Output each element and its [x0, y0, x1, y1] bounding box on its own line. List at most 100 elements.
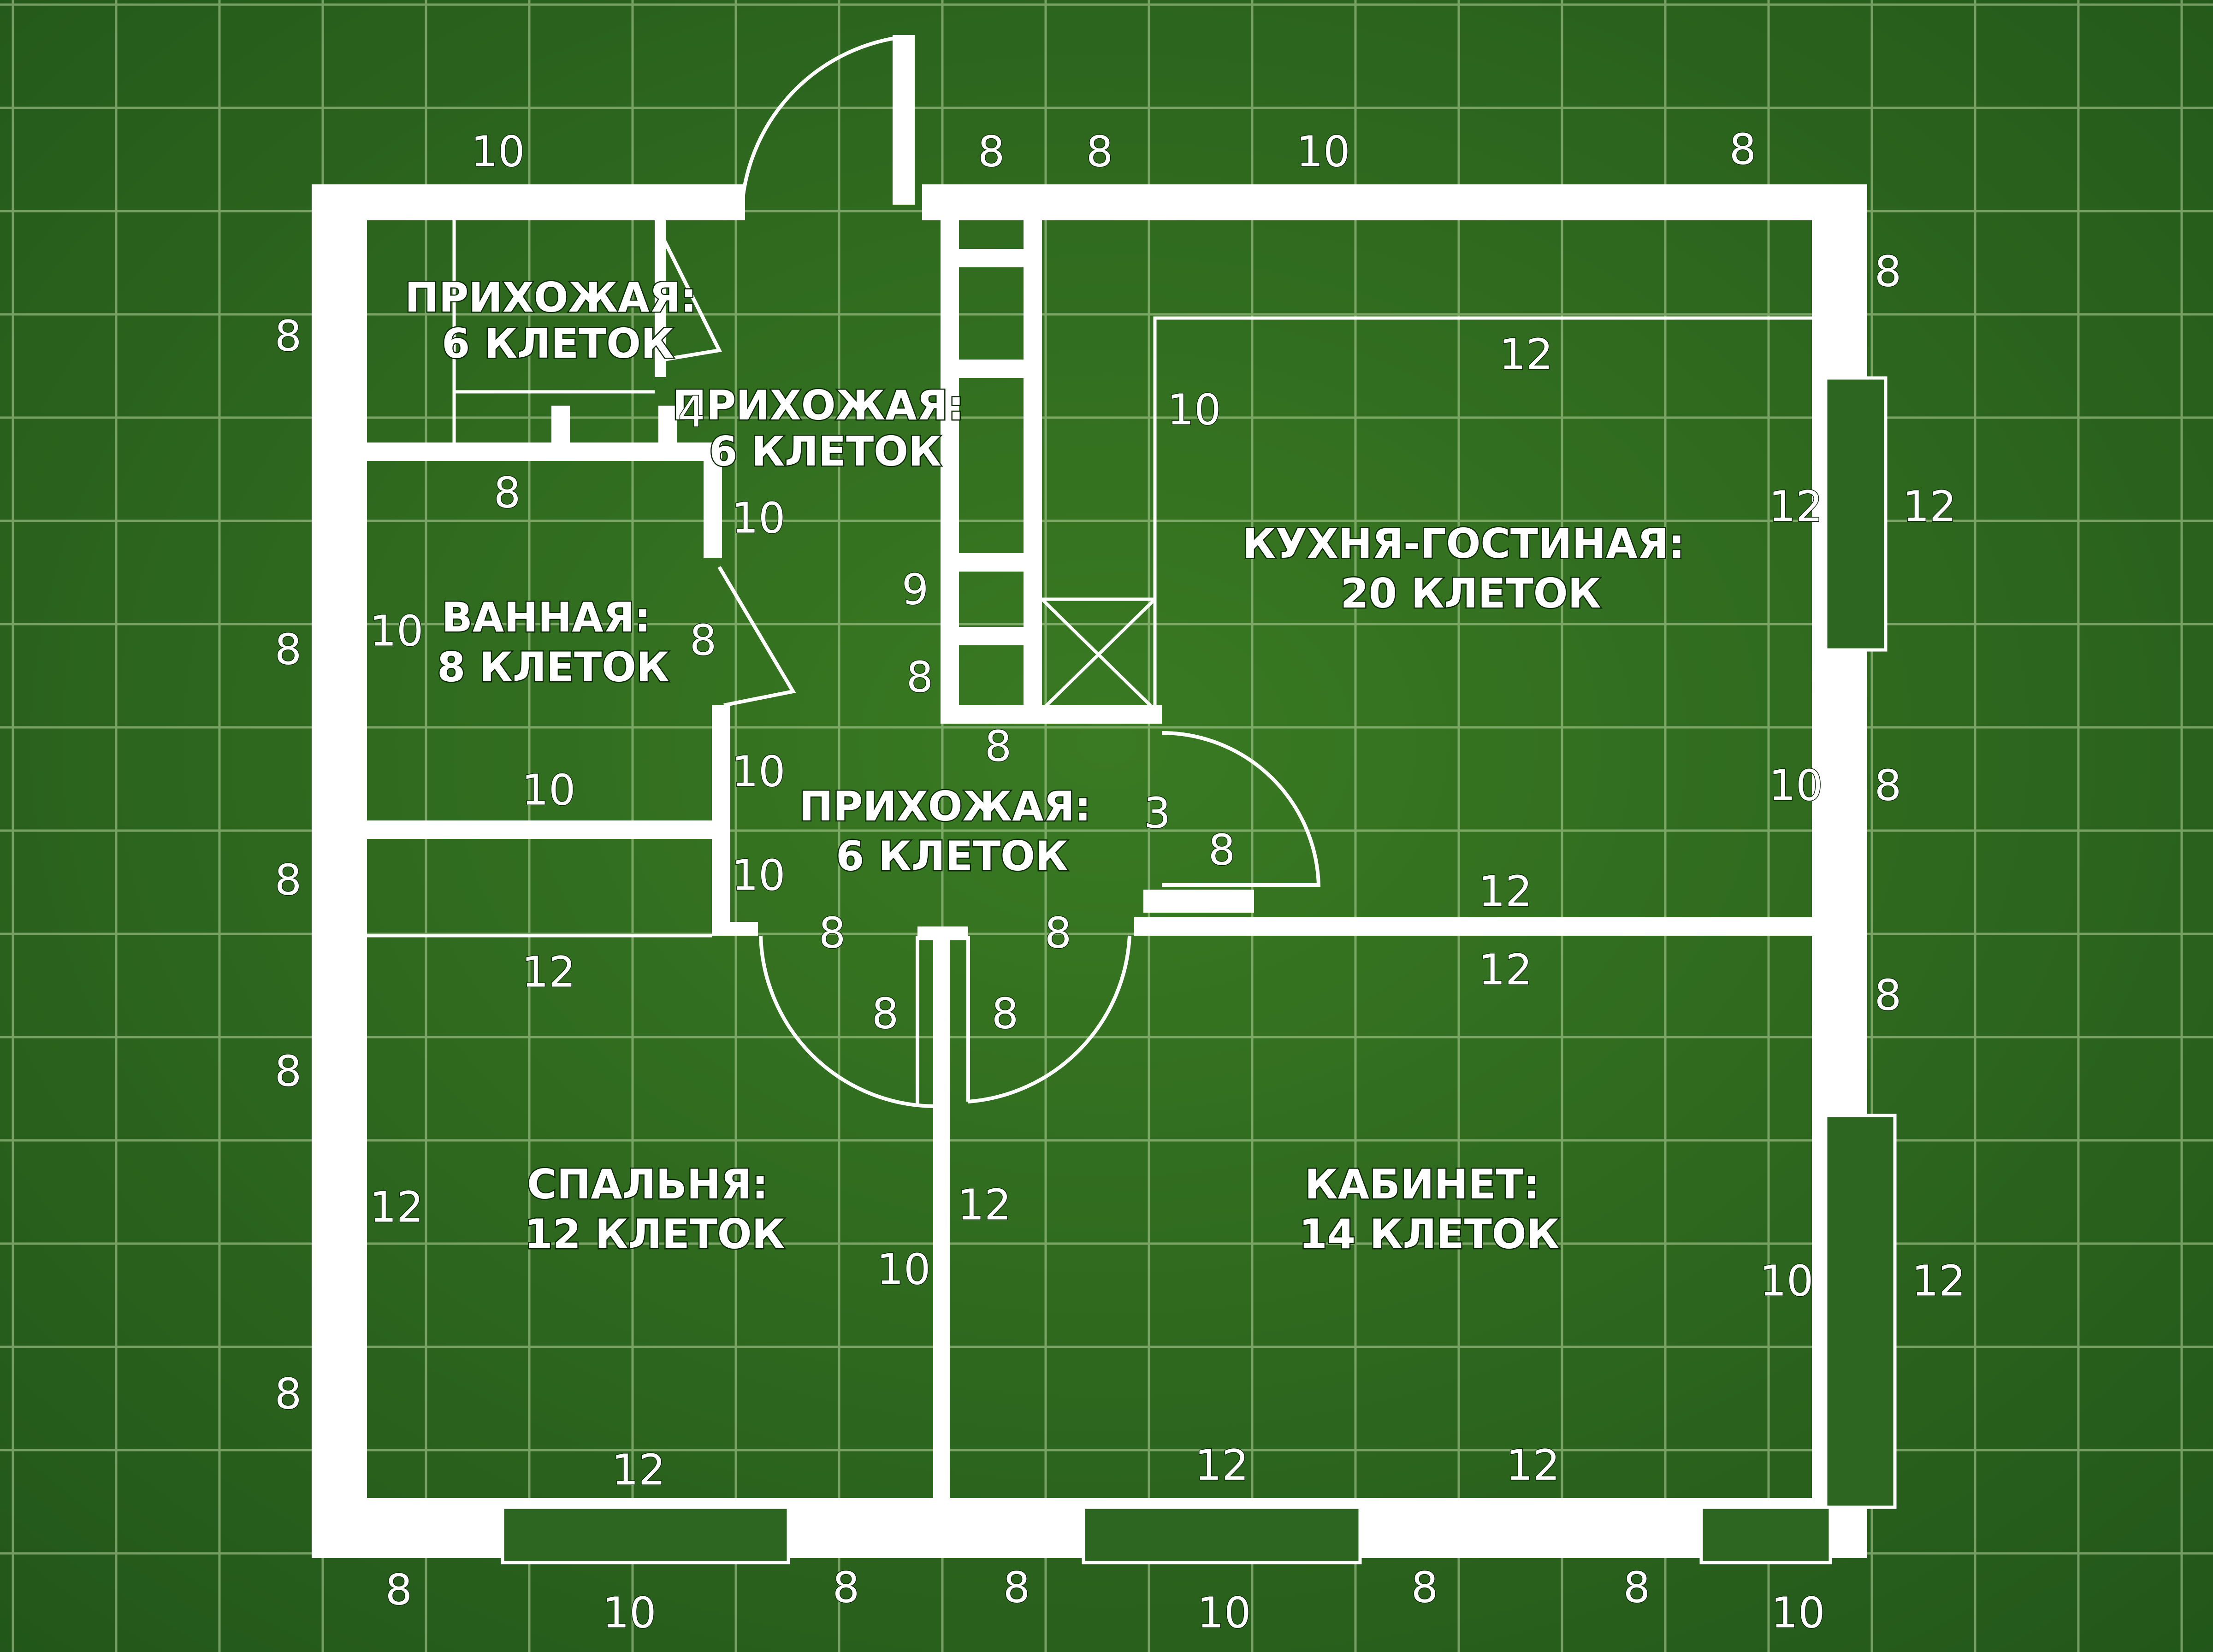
dim-label: 10: [1296, 127, 1350, 176]
wall-closet-bottom: [712, 922, 758, 936]
dim-label: 10: [602, 1588, 656, 1637]
room-name: ПРИХОЖАЯ:: [672, 382, 964, 429]
dim-label: 8: [1003, 1563, 1030, 1612]
dim-label: 8: [1875, 761, 1902, 810]
dim-label: 10: [1197, 1588, 1251, 1637]
dim-label: 10: [731, 493, 785, 543]
wall-bath-bottom: [367, 820, 717, 839]
room-size: 6 КЛЕТОК: [836, 832, 1068, 880]
dim-label: 8: [1208, 825, 1236, 874]
room-label-study: КАБИНЕТ: 14 КЛЕТОК: [1299, 1161, 1560, 1258]
hall1-door-arc: [657, 230, 722, 361]
wall-bath-right-top: [704, 442, 722, 558]
room-labels: ПРИХОЖАЯ: 6 КЛЕТОК ПРИХОЖАЯ: 6 КЛЕТОК ВА…: [404, 273, 1699, 1259]
dim-label: 12: [1478, 867, 1532, 916]
dim-label: 10: [731, 747, 785, 796]
shaft-bar-1: [941, 249, 1042, 267]
dim-label: 12: [1769, 482, 1822, 531]
dimension-labels: 10 8 8 10 8 8 8 8 8 8 8 4 8 10 10 8 10 1…: [274, 124, 1966, 1638]
dim-label: 8: [1623, 1563, 1651, 1612]
dim-label: 4: [678, 387, 705, 437]
wall-kitchen-study: [1134, 917, 1812, 936]
room-size: 6 КЛЕТОК: [442, 320, 674, 367]
shaft-bar-5: [941, 705, 1162, 724]
dim-label: 12: [1499, 330, 1553, 379]
kitchen-door-arc: [1161, 731, 1321, 887]
dim-label: 12: [369, 1182, 423, 1232]
room-name: СПАЛЬНЯ:: [527, 1161, 768, 1208]
duct-x2: [1041, 598, 1156, 711]
room-label-bedroom: СПАЛЬНЯ: 12 КЛЕТОК: [525, 1161, 785, 1258]
room-label-hall-3: ПРИХОЖАЯ: 6 КЛЕТОК: [799, 783, 1105, 880]
room-size: 12 КЛЕТОК: [525, 1210, 785, 1258]
dim-label: 10: [876, 1245, 930, 1294]
room-size: 8 КЛЕТОК: [437, 643, 669, 691]
dim-label: 3: [1144, 788, 1171, 838]
dim-label: 12: [1902, 482, 1956, 531]
room-name: ПРИХОЖАЯ:: [799, 783, 1091, 830]
bath-door-arc: [717, 566, 796, 707]
dim-label: 12: [1478, 945, 1532, 994]
dim-label: 8: [275, 311, 302, 360]
dim-label: 10: [1771, 1588, 1825, 1637]
dim-label: 10: [731, 850, 785, 900]
room-label-hall-2: ПРИХОЖАЯ: 6 КЛЕТОК: [672, 382, 978, 475]
entrance-door-leaf: [893, 35, 915, 205]
wall-hall1-bottom: [367, 442, 704, 461]
bedroom-door-arc: [759, 935, 936, 1108]
room-size: 6 КЛЕТОК: [709, 428, 941, 475]
dim-label: 8: [1086, 127, 1113, 176]
room-name: ПРИХОЖАЯ:: [405, 274, 697, 321]
dim-label: 12: [1506, 1440, 1560, 1490]
room-label-kitchen-living: КУХНЯ-ГОСТИНАЯ: 20 КЛЕТОК: [1243, 520, 1699, 617]
dim-label: 9: [902, 565, 929, 614]
dim-label: 10: [521, 765, 575, 814]
dim-label: 8: [1729, 124, 1757, 174]
wall-kitchen-stub: [1143, 890, 1254, 913]
dim-label: 10: [471, 127, 525, 176]
wall-stub-2: [658, 406, 677, 452]
study-door-arc: [968, 935, 1131, 1103]
window-right-upper: [1824, 376, 1888, 652]
dim-label: 10: [1759, 1256, 1813, 1305]
dim-label: 12: [611, 1445, 665, 1494]
dim-label: 10: [369, 606, 423, 655]
room-name: ВАННАЯ:: [442, 594, 651, 641]
shaft-bar-3: [941, 553, 1042, 572]
dim-label: 8: [819, 908, 846, 957]
dim-label: 8: [872, 989, 899, 1038]
dim-label: 12: [521, 947, 575, 997]
partitions: [367, 220, 1812, 938]
dim-label: 10: [1167, 385, 1221, 434]
dim-label: 8: [985, 721, 1012, 771]
wall-bedroom-study: [933, 926, 950, 1498]
window-bottom-right: [1699, 1505, 1832, 1564]
dim-label: 12: [957, 1180, 1011, 1229]
entrance-door-arc: [740, 35, 904, 203]
room-label-hall-1: ПРИХОЖАЯ: 6 КЛЕТОК: [405, 274, 711, 367]
dim-label: 8: [992, 989, 1019, 1038]
room-size: 20 КЛЕТОК: [1341, 570, 1601, 617]
shaft-bar-2: [941, 360, 1042, 378]
dim-label: 10: [1769, 761, 1822, 810]
dim-label: 8: [1875, 247, 1902, 296]
wall-stub-1: [551, 406, 570, 452]
room-name: КУХНЯ-ГОСТИНАЯ:: [1243, 520, 1685, 567]
dim-label: 8: [494, 468, 521, 517]
window-bottom-left: [501, 1505, 790, 1564]
windows: [501, 376, 1897, 1564]
wall-door-cap: [917, 926, 968, 940]
dim-label: 8: [1875, 970, 1902, 1020]
dim-label: 8: [275, 855, 302, 904]
shaft-bar-4: [941, 627, 1042, 645]
wall-hall1-right: [655, 220, 666, 377]
dim-label: 8: [275, 1369, 302, 1418]
outer-wall-top-right: [922, 184, 1867, 220]
dim-label: 8: [1411, 1563, 1438, 1612]
dim-label: 8: [978, 127, 1005, 176]
outer-wall-left: [312, 184, 367, 1558]
dim-label: 8: [275, 625, 302, 674]
window-bottom-mid: [1082, 1505, 1362, 1564]
dim-label: 12: [1195, 1440, 1249, 1490]
